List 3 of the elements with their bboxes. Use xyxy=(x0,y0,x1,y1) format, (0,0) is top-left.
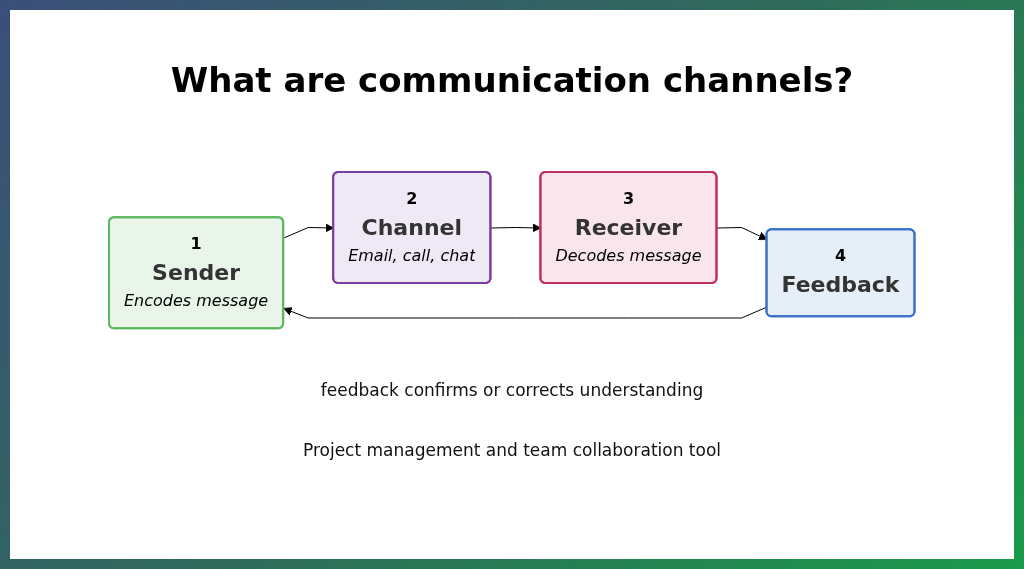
title: What are communication channels? xyxy=(170,60,854,100)
tagline-text: Project management and team collaboration tool xyxy=(302,440,722,460)
note-text: feedback confirms or corrects understanding xyxy=(319,380,705,400)
